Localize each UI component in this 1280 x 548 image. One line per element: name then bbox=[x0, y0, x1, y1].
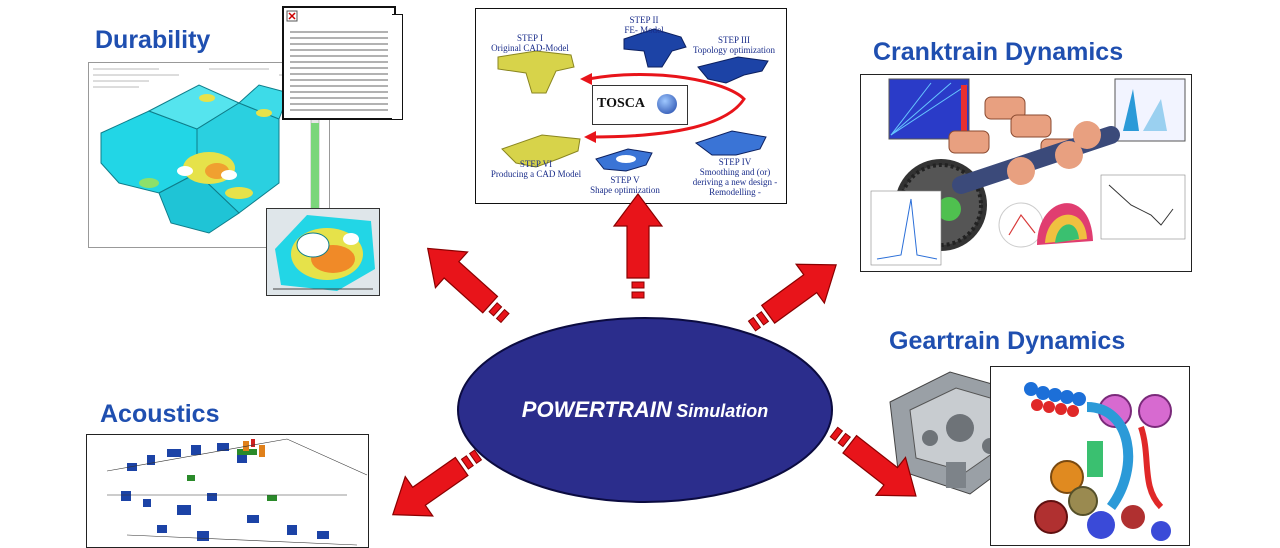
tosca-logo-box: TOSCA bbox=[592, 85, 688, 125]
step-6-label: STEP VI Producing a CAD Model bbox=[490, 159, 582, 179]
tosca-logo-text: TOSCA bbox=[597, 96, 645, 111]
document-page-shadow bbox=[392, 14, 403, 120]
optimization-workflow-panel: STEP I Original CAD-Model STEP II FE- Mo… bbox=[475, 8, 787, 204]
geartrain-dynamics-panel bbox=[990, 366, 1190, 546]
step-1-label: STEP I Original CAD-Model bbox=[491, 33, 569, 53]
powertrain-ellipse bbox=[457, 317, 833, 503]
powertrain-label-main: POWERTRAIN bbox=[521, 397, 672, 422]
step-5-label: STEP V Shape optimization bbox=[590, 175, 660, 195]
optimization-workflow-graphic bbox=[497, 28, 769, 172]
step-2-label: STEP II FE- Model bbox=[624, 15, 664, 35]
acoustics-panel bbox=[86, 434, 369, 548]
cranktrain-graphic bbox=[870, 78, 1186, 266]
heading-acoustics: Acoustics bbox=[100, 400, 220, 428]
step-4-label: STEP IV Smoothing and (or) deriving a ne… bbox=[692, 157, 778, 197]
durability-fea-plot bbox=[88, 62, 330, 248]
powertrain-simulation-label: POWERTRAIN Simulation bbox=[458, 397, 832, 423]
cranktrain-dynamics-panel bbox=[860, 74, 1192, 272]
durability-zoom-inset bbox=[266, 208, 380, 296]
powertrain-label-sub: Simulation bbox=[676, 401, 769, 421]
tosca-globe-icon bbox=[657, 94, 677, 114]
acoustics-graphic bbox=[87, 435, 368, 547]
step-3-label: STEP III Topology optimization bbox=[692, 35, 776, 55]
geartrain-graphic bbox=[1024, 382, 1172, 541]
heading-cranktrain: Cranktrain Dynamics bbox=[873, 38, 1124, 66]
durability-fea-graphic bbox=[89, 63, 329, 247]
heading-geartrain: Geartrain Dynamics bbox=[889, 327, 1126, 355]
heading-durability: Durability bbox=[95, 26, 211, 54]
